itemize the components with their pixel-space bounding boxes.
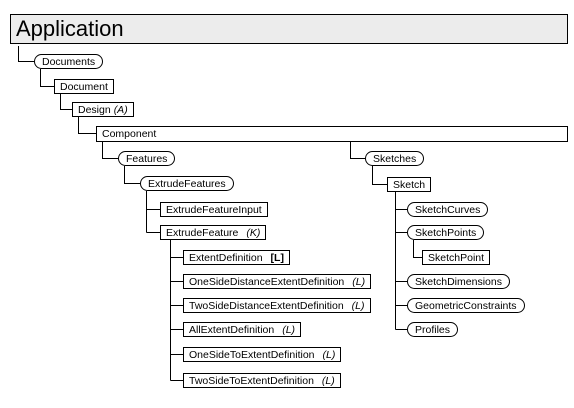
node-sketchdimensions-label: SketchDimensions — [415, 275, 502, 288]
node-extrudefeatureinput[interactable]: ExtrudeFeatureInput — [160, 202, 268, 217]
node-application[interactable]: Application — [10, 14, 568, 44]
node-sketchdimensions[interactable]: SketchDimensions — [407, 274, 510, 289]
node-design[interactable]: Design (A) — [72, 102, 134, 117]
node-onesideto-label: OneSideToExtentDefinition — [189, 348, 315, 361]
node-onesidedistanceextentdefinition[interactable]: OneSideDistanceExtentDefinition (L) — [183, 274, 372, 289]
node-sketches[interactable]: Sketches — [365, 151, 425, 166]
node-twosidetoextentdefinition[interactable]: TwoSideToExtentDefinition (L) — [183, 373, 341, 388]
node-twosidedistanceextentdefinition[interactable]: TwoSideDistanceExtentDefinition (L) — [183, 298, 371, 313]
node-component-label: Component — [102, 128, 157, 140]
node-extrudefeatures[interactable]: ExtrudeFeatures — [140, 176, 234, 191]
node-sketchpoints[interactable]: SketchPoints — [407, 225, 485, 240]
node-profiles-label: Profiles — [415, 323, 451, 336]
node-extrudefeatureinput-label: ExtrudeFeatureInput — [166, 203, 262, 216]
node-onesidedistance-suffix: (L) — [352, 275, 366, 288]
node-onesidedistance-label: OneSideDistanceExtentDefinition — [189, 275, 345, 288]
node-features-label: Features — [126, 152, 168, 165]
node-twosideto-suffix: (L) — [321, 374, 335, 387]
node-allextent-label: AllExtentDefinition — [189, 323, 275, 336]
node-sketchpoint-label: SketchPoint — [428, 251, 485, 264]
node-allextent-suffix: (L) — [282, 323, 296, 336]
node-sketch[interactable]: Sketch — [387, 177, 432, 192]
node-onesideto-suffix: (L) — [322, 348, 336, 361]
node-sketchpoint[interactable]: SketchPoint — [422, 250, 491, 265]
connector-component-sketches — [350, 142, 365, 159]
node-geometricconstraints-label: GeometricConstraints — [415, 299, 517, 312]
node-extrudefeature[interactable]: ExtrudeFeature (K) — [160, 225, 267, 240]
node-twosideto-label: TwoSideToExtentDefinition — [189, 374, 314, 387]
connector-documents-document — [40, 69, 54, 87]
connector-sketchpoints-sketchpoint — [413, 240, 422, 258]
node-documents[interactable]: Documents — [34, 54, 104, 69]
node-extentdefinition-label: ExtentDefinition — [189, 251, 263, 264]
node-component[interactable]: Component — [96, 126, 568, 142]
node-twosidedistance-suffix: (L) — [351, 299, 365, 312]
connector-application-documents — [18, 46, 34, 62]
node-profiles[interactable]: Profiles — [407, 322, 459, 337]
connector-design-component — [78, 117, 96, 134]
node-sketchcurves-label: SketchCurves — [415, 203, 481, 216]
node-sketch-label: Sketch — [393, 178, 426, 191]
node-extrudefeature-suffix: (K) — [246, 226, 261, 239]
node-extrudefeatures-label: ExtrudeFeatures — [148, 177, 226, 190]
node-features[interactable]: Features — [118, 151, 176, 166]
connector-document-design — [60, 94, 72, 110]
node-documents-label: Documents — [42, 55, 96, 68]
connector-features-extrudefeatures — [124, 166, 140, 184]
node-sketchcurves[interactable]: SketchCurves — [407, 202, 489, 217]
node-document-label: Document — [60, 80, 108, 93]
node-application-label: Application — [16, 16, 124, 41]
node-allextentdefinition[interactable]: AllExtentDefinition (L) — [183, 322, 302, 337]
node-geometricconstraints[interactable]: GeometricConstraints — [407, 298, 525, 313]
connector-component-features — [102, 142, 118, 159]
node-extentdefinition-suffix: [L] — [270, 251, 284, 264]
node-onesidetoextentdefinition[interactable]: OneSideToExtentDefinition (L) — [183, 347, 342, 362]
node-design-label: Design — [78, 103, 111, 116]
node-document[interactable]: Document — [54, 79, 114, 94]
node-extrudefeature-label: ExtrudeFeature — [166, 226, 239, 239]
node-extentdefinition[interactable]: ExtentDefinition [L] — [183, 250, 290, 265]
connector-sketches-sketch — [372, 166, 387, 185]
node-sketches-label: Sketches — [373, 152, 417, 165]
node-twosidedistance-label: TwoSideDistanceExtentDefinition — [189, 299, 344, 312]
node-design-suffix: (A) — [113, 103, 128, 116]
node-sketchpoints-label: SketchPoints — [415, 226, 477, 239]
